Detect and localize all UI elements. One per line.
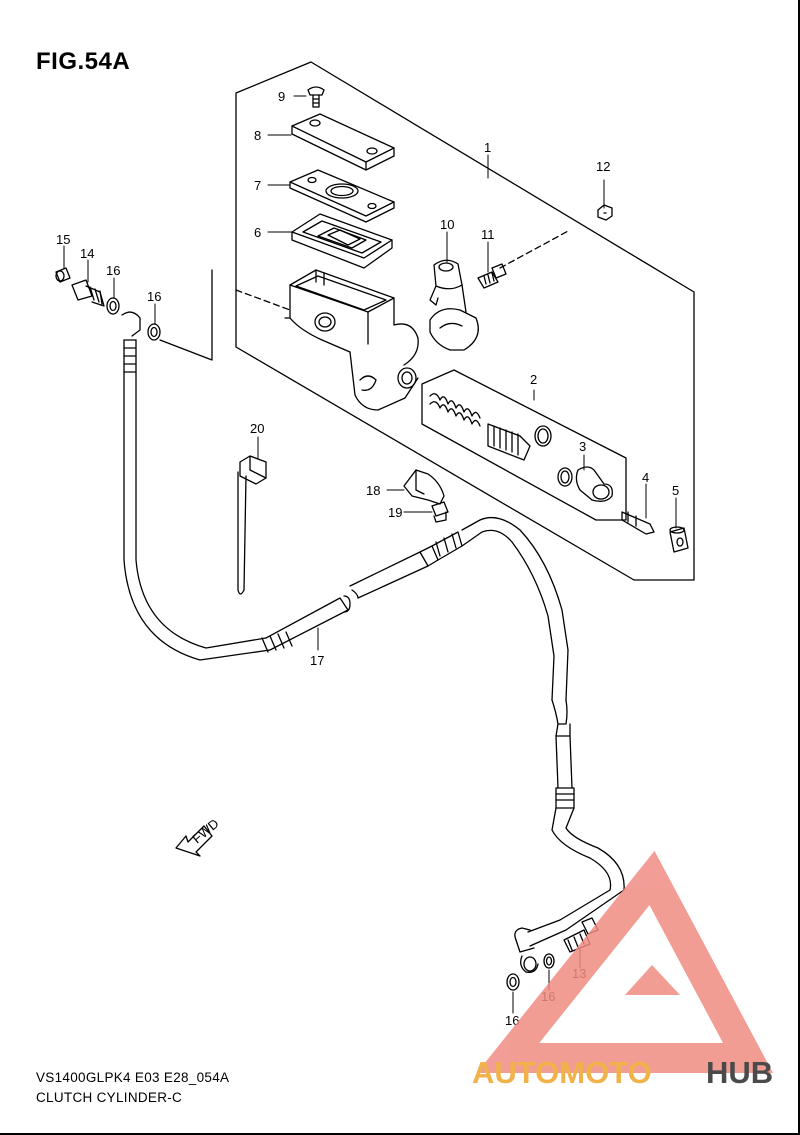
hose-dash-leader (159, 269, 213, 361)
callout-11: 11 (481, 227, 495, 242)
callout-7: 7 (254, 178, 261, 193)
cable-tie-part-20 (237, 455, 267, 595)
callout-6: 6 (254, 225, 261, 240)
lever-bracket-part-10 (429, 259, 479, 351)
callout-14: 14 (80, 246, 94, 261)
callout-4: 4 (642, 470, 649, 485)
piston-kit-box-part-2 (421, 369, 627, 521)
washer-part-16b (147, 323, 161, 341)
clutch-hose-part-17 (121, 311, 625, 973)
callout-9: 9 (278, 89, 285, 104)
callout-20: 20 (250, 421, 264, 436)
screw-part-9 (307, 86, 325, 108)
watermark-text-part2: HUB (706, 1055, 773, 1090)
pushrod-part-4 (621, 511, 655, 535)
callout-3: 3 (579, 439, 586, 454)
callout-18: 18 (366, 483, 380, 498)
reservoir-cap-part-8 (291, 113, 395, 171)
washer-part-16d (506, 973, 520, 991)
footer-model-code: VS1400GLPK4 E03 E28_054A (36, 1070, 230, 1085)
figure-title: FIG.54A (36, 48, 131, 75)
callout-16-a: 16 (106, 263, 120, 278)
callout-5: 5 (672, 483, 679, 498)
footer-section-name: CLUTCH CYLINDER-C (36, 1090, 183, 1105)
diaphragm-plate-part-7 (289, 169, 395, 223)
pushrod-cap-part-5 (669, 526, 689, 553)
washer-part-16a (106, 297, 120, 315)
callout-19: 19 (388, 505, 402, 520)
forward-arrow-icon (175, 825, 213, 857)
leader-lines (63, 95, 677, 1014)
hose-clamp-part-18 (403, 469, 445, 505)
bolt-part-11 (477, 263, 507, 289)
callout-17: 17 (310, 653, 324, 668)
union-bolt-part-14 (71, 279, 105, 307)
callout-12: 12 (596, 159, 610, 174)
callout-10: 10 (440, 217, 454, 232)
watermark-triangle-icon (476, 850, 773, 1073)
nut-part-12 (597, 204, 613, 221)
watermark-logo (476, 850, 773, 1073)
callout-15: 15 (56, 232, 70, 247)
watermark-text-part1: AUTOMOTO (472, 1055, 652, 1090)
bleeder-cap-part-15 (55, 267, 71, 283)
callout-16-b: 16 (147, 289, 161, 304)
master-cylinder-body (284, 269, 419, 411)
callout-1: 1 (484, 140, 491, 155)
callout-2: 2 (530, 372, 537, 387)
bolt-part-19 (431, 501, 449, 523)
assembly-boundary (235, 61, 695, 581)
washer-part-16c (543, 953, 555, 969)
diaphragm-part-6 (291, 213, 393, 269)
callout-8: 8 (254, 128, 261, 143)
